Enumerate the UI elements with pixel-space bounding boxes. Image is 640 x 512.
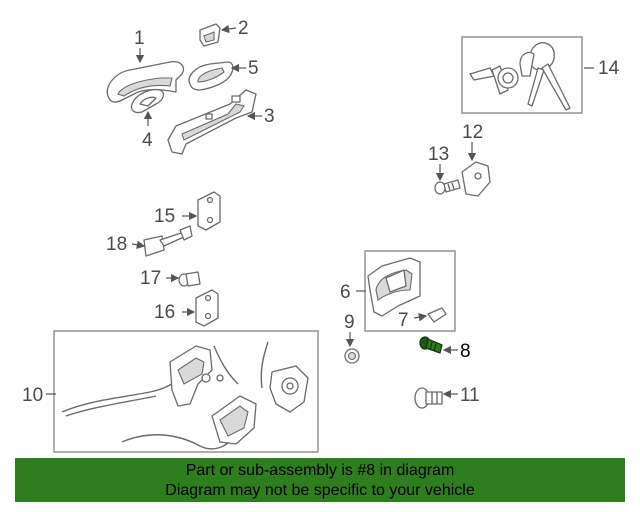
part-6-inner-handle[interactable] bbox=[367, 257, 421, 317]
part-17-bolt[interactable] bbox=[178, 271, 201, 287]
part-11-clip[interactable] bbox=[414, 387, 443, 409]
callout-11: 11 bbox=[460, 385, 480, 406]
parts-diagram: 1 2 4 5 3 14 bbox=[22, 18, 620, 453]
callout-3: 3 bbox=[264, 106, 275, 127]
callout-13: 13 bbox=[428, 144, 449, 165]
callout-9: 9 bbox=[344, 312, 355, 333]
box-14 bbox=[461, 36, 583, 114]
info-banner: Part or sub-assembly is #8 in diagram Di… bbox=[15, 458, 625, 502]
leader-2 bbox=[220, 24, 237, 34]
banner-line-1: Part or sub-assembly is #8 in diagram bbox=[185, 462, 455, 479]
part-2-cap[interactable] bbox=[199, 23, 221, 47]
callout-7: 7 bbox=[398, 310, 409, 331]
part-7-clip[interactable] bbox=[427, 307, 447, 323]
callout-6: 6 bbox=[340, 282, 351, 303]
callout-8: 8 bbox=[460, 341, 471, 362]
part-8-screw-highlighted[interactable] bbox=[419, 336, 443, 354]
callout-1: 1 bbox=[134, 28, 145, 49]
callout-16: 16 bbox=[154, 302, 175, 323]
part-9-grommet[interactable] bbox=[344, 348, 360, 364]
leader-18 bbox=[131, 240, 146, 249]
part-10-latch-assembly[interactable] bbox=[61, 341, 309, 450]
part-1-outer-handle[interactable] bbox=[106, 61, 185, 103]
callout-18: 18 bbox=[106, 234, 127, 255]
callout-17: 17 bbox=[140, 268, 161, 289]
callout-5: 5 bbox=[248, 58, 259, 79]
part-13-screw[interactable] bbox=[434, 179, 461, 195]
callout-14: 14 bbox=[598, 58, 620, 79]
part-12-striker[interactable] bbox=[461, 161, 491, 197]
part-16-hinge-lower[interactable] bbox=[195, 289, 219, 327]
part-4-gasket[interactable] bbox=[130, 88, 165, 114]
callout-10: 10 bbox=[22, 385, 43, 406]
banner-line-2: Diagram may not be specific to your vehi… bbox=[165, 482, 475, 499]
callout-2: 2 bbox=[238, 18, 249, 39]
callout-15: 15 bbox=[154, 206, 175, 227]
part-5-bezel[interactable] bbox=[188, 61, 234, 91]
leader-7 bbox=[413, 313, 428, 322]
box-10 bbox=[53, 330, 319, 453]
part-14-lock-cylinder[interactable] bbox=[469, 42, 571, 111]
part-15-hinge-upper[interactable] bbox=[197, 191, 221, 231]
callout-12: 12 bbox=[462, 122, 483, 143]
part-3-handle-bracket[interactable] bbox=[167, 89, 257, 155]
part-18-door-check[interactable] bbox=[143, 225, 193, 257]
callout-4: 4 bbox=[142, 130, 153, 151]
